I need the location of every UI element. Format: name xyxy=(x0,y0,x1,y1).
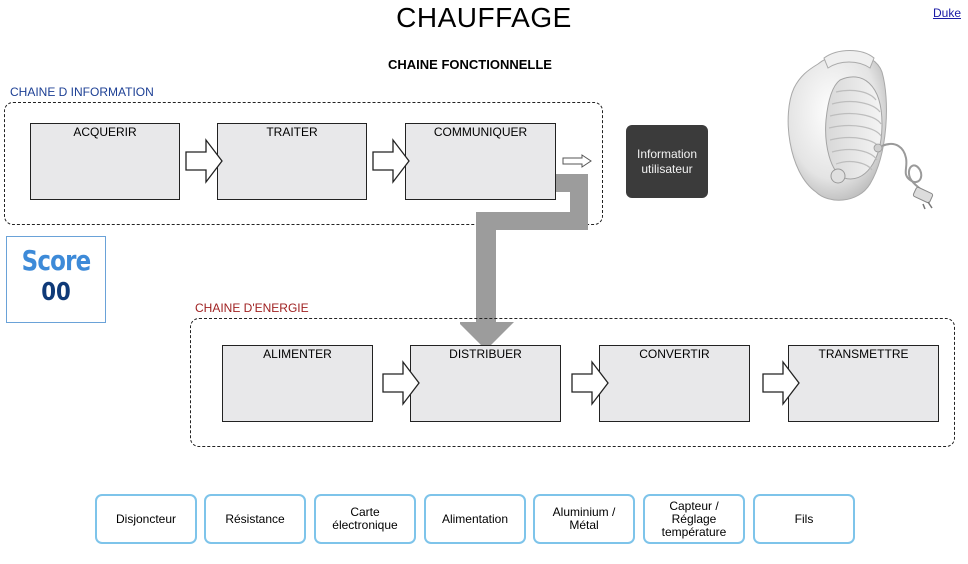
block-acquerir[interactable]: ACQUERIR xyxy=(30,123,180,200)
information-utilisateur-box[interactable]: Information utilisateur xyxy=(626,125,708,198)
block-communiquer[interactable]: COMMUNIQUER xyxy=(405,123,556,200)
chip-resistance[interactable]: Résistance xyxy=(204,494,306,544)
chip-fils[interactable]: Fils xyxy=(753,494,855,544)
score-label: Score xyxy=(21,244,92,277)
block-traiter[interactable]: TRAITER xyxy=(217,123,367,200)
chip-carte-electronique[interactable]: Carte électronique xyxy=(314,494,416,544)
gray-elbow-arrow-icon xyxy=(460,174,588,350)
chip-disjoncteur[interactable]: Disjoncteur xyxy=(95,494,197,544)
info-chain-label: CHAINE D INFORMATION xyxy=(10,85,154,99)
page-title: CHAUFFAGE xyxy=(396,2,572,33)
energy-chain-container xyxy=(190,318,955,447)
small-arrow-right-icon xyxy=(562,154,592,168)
block-arrow-right-icon xyxy=(762,360,800,406)
chip-aluminium-metal[interactable]: Aluminium / Métal xyxy=(533,494,635,544)
block-convertir[interactable]: CONVERTIR xyxy=(599,345,750,422)
block-arrow-right-icon xyxy=(372,138,410,184)
block-arrow-right-icon xyxy=(382,360,420,406)
chip-capteur-reglage-temperature[interactable]: Capteur / Réglage température xyxy=(643,494,745,544)
score-value: 00 xyxy=(41,277,71,306)
author-link[interactable]: Duke xyxy=(932,6,961,20)
energy-chain-label: CHAINE D'ENERGIE xyxy=(195,301,309,315)
fan-heater-image xyxy=(787,50,934,210)
block-distribuer[interactable]: DISTRIBUER xyxy=(410,345,561,422)
page-subtitle: CHAINE FONCTIONNELLE xyxy=(388,57,552,72)
block-arrow-right-icon xyxy=(571,360,609,406)
answer-chips-row: Disjoncteur Résistance Carte électroniqu… xyxy=(95,494,865,546)
chip-alimentation[interactable]: Alimentation xyxy=(424,494,526,544)
block-arrow-right-icon xyxy=(185,138,223,184)
block-transmettre[interactable]: TRANSMETTRE xyxy=(788,345,939,422)
score-card: Score 00 xyxy=(6,236,106,323)
info-chain-container xyxy=(4,102,603,225)
block-alimenter[interactable]: ALIMENTER xyxy=(222,345,373,422)
